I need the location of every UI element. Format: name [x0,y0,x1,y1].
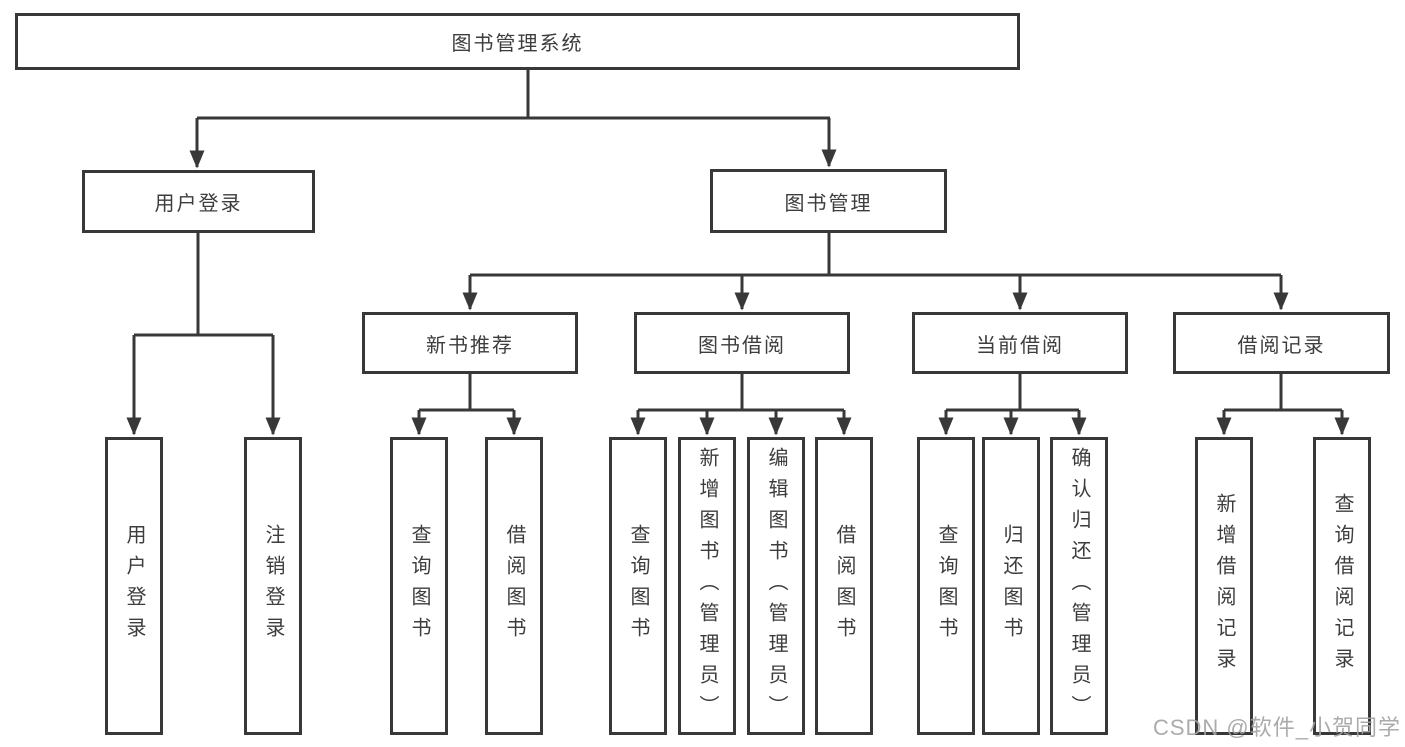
node-label: 借阅记录 [1237,334,1326,357]
node-label: 新书推荐 [426,334,514,357]
node-borrow-books-borrowing: 借阅图书 [815,437,873,735]
node-book-borrowing: 图书借阅 [634,312,850,374]
node-current-borrowing: 当前借阅 [912,312,1128,374]
node-label: 借阅图书 [503,524,525,648]
node-label: 确认归还（管理员） [1068,446,1090,726]
node-label: 图书管理系统 [451,33,584,55]
node-label: 新增图书（管理员） [696,446,718,726]
node-label: 用户登录 [154,193,243,215]
node-label: 注销登录 [262,524,284,648]
node-user-login-leaf: 用户登录 [105,437,163,735]
node-query-books-recommend: 查询图书 [390,437,448,735]
node-label: 查询图书 [408,524,430,648]
node-user-login-branch: 用户登录 [82,170,315,233]
node-borrow-records: 借阅记录 [1173,312,1390,374]
node-label: 查询图书 [627,524,649,648]
node-label: 查询借阅记录 [1331,493,1353,679]
node-return-books: 归还图书 [982,437,1040,735]
node-confirm-return-admin: 确认归还（管理员） [1050,437,1108,735]
node-label: 归还图书 [1000,524,1022,648]
node-book-management-branch: 图书管理 [710,169,947,233]
node-query-books-borrowing: 查询图书 [609,437,667,735]
node-label: 借阅图书 [833,524,855,648]
node-label: 新增借阅记录 [1213,493,1235,679]
node-label: 图书借阅 [698,334,786,357]
node-edit-books-admin: 编辑图书（管理员） [747,437,805,735]
node-logout-leaf: 注销登录 [244,437,302,735]
node-query-books-current: 查询图书 [917,437,975,735]
node-library-management-system: 图书管理系统 [15,13,1020,70]
node-borrow-books-recommend: 借阅图书 [485,437,543,735]
node-add-borrow-record: 新增借阅记录 [1195,437,1253,735]
node-label: 图书管理 [784,192,873,215]
node-label: 用户登录 [123,524,145,648]
node-new-book-recommend: 新书推荐 [362,312,578,374]
node-query-borrow-record: 查询借阅记录 [1313,437,1371,735]
node-label: 查询图书 [935,524,957,648]
node-label: 编辑图书（管理员） [765,446,787,726]
node-label: 当前借阅 [976,334,1064,357]
node-add-books-admin: 新增图书（管理员） [678,437,736,735]
